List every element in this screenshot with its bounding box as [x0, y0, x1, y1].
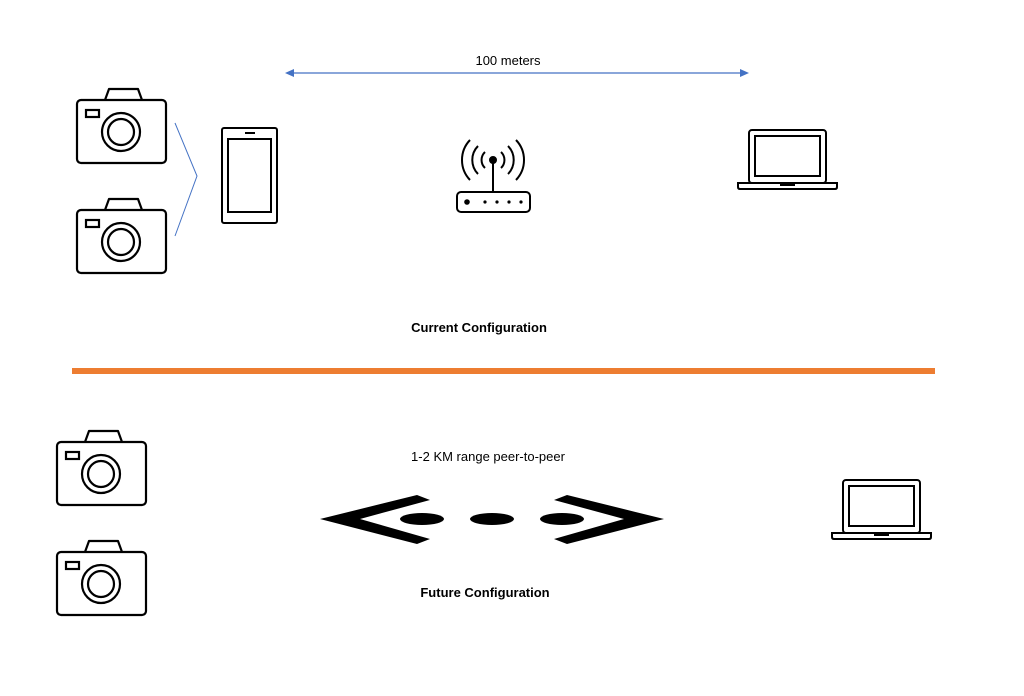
peer-to-peer-arrow — [320, 495, 664, 544]
wifi-router-icon — [456, 139, 531, 213]
camera-icon — [55, 539, 148, 617]
arrow-100-meters — [285, 69, 749, 77]
connection-lines — [174, 122, 198, 237]
camera-icon — [55, 429, 148, 507]
laptop-icon — [737, 129, 838, 190]
range-label: 1-2 KM range peer-to-peer — [411, 449, 565, 464]
smartphone-icon — [221, 127, 278, 224]
laptop-icon — [831, 479, 932, 540]
future-configuration-caption: Future Configuration — [420, 585, 550, 600]
current-configuration-caption: Current Configuration — [411, 320, 547, 335]
camera-icon — [75, 197, 168, 275]
distance-label: 100 meters — [475, 53, 541, 68]
camera-icon — [75, 87, 168, 165]
